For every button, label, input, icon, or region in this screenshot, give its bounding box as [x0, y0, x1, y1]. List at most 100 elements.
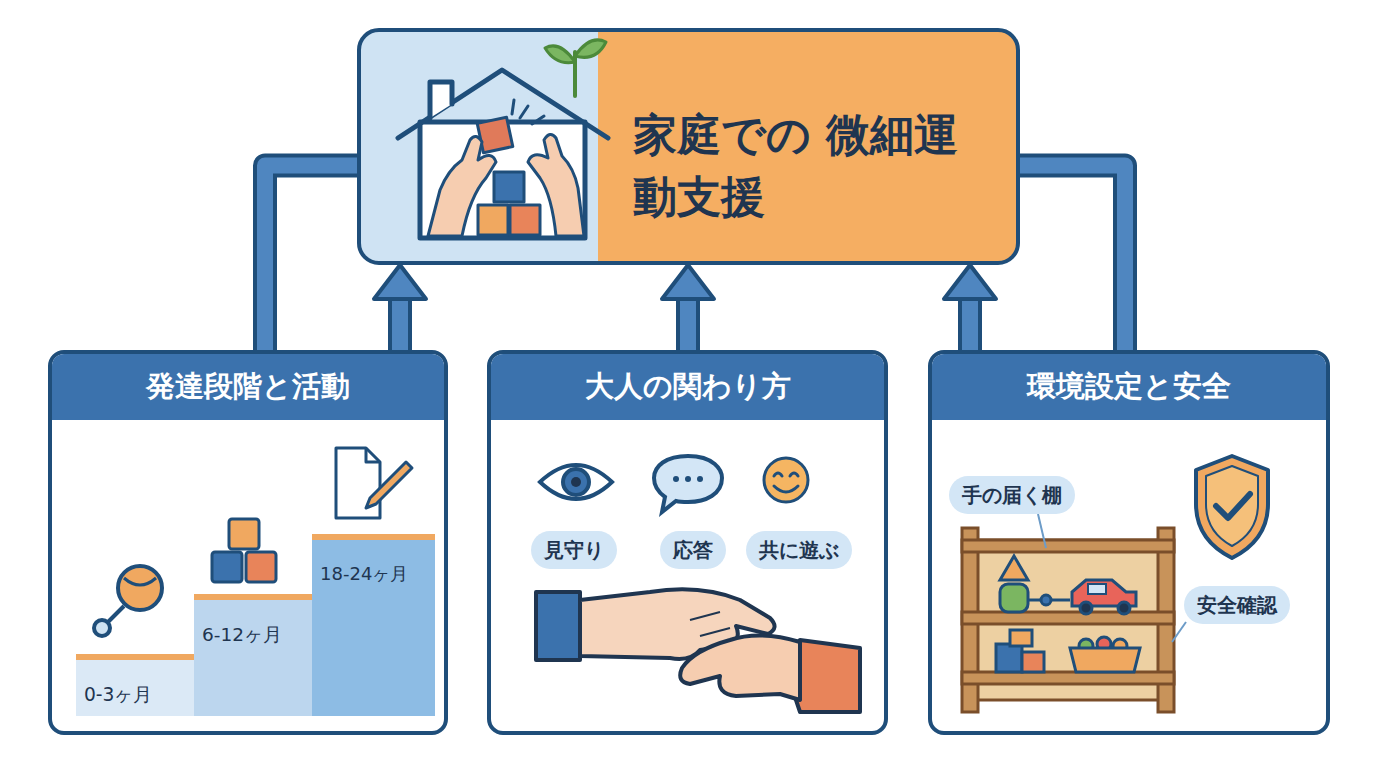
blocks-icon [212, 552, 242, 582]
connector-outline [676, 295, 700, 350]
hands-illustration [680, 635, 800, 700]
smiley-icon [774, 473, 798, 476]
connector-fill [392, 295, 408, 350]
eye-icon [540, 465, 612, 499]
eye-icon [563, 469, 589, 495]
house-icon [575, 40, 606, 58]
shelf-illustration [1118, 602, 1130, 614]
panel-heading: 発達段階と活動 [52, 354, 444, 420]
paper-pencil-icon [336, 448, 380, 518]
shelf-illustration [1088, 584, 1106, 594]
shelf-illustration [996, 644, 1022, 672]
eye-icon [571, 477, 581, 487]
eye-icon [540, 465, 612, 499]
shelf-illustration [1080, 602, 1092, 614]
leader-line [1038, 514, 1186, 642]
house-icon [478, 205, 508, 235]
shield-icon [1216, 494, 1250, 518]
hands-illustration [536, 592, 580, 660]
arrow-head [662, 265, 714, 299]
connector-fill [265, 166, 357, 351]
speech-icon [685, 476, 691, 482]
blocks-icon [212, 519, 276, 582]
tag-pill: 安全確認 [1184, 586, 1290, 624]
speech-icon [654, 456, 722, 512]
connector-fill [680, 295, 696, 350]
shelf-illustration [962, 612, 1174, 624]
speech-icon [673, 476, 679, 482]
house-icon [545, 46, 575, 63]
connector-outline [958, 295, 982, 350]
title-box: 家庭での 微細運動支援 [357, 28, 1020, 265]
title-box-fill [359, 30, 598, 263]
speech-icon [697, 476, 703, 482]
smiley-icon [764, 458, 808, 502]
tag-pill: 手の届く棚 [949, 476, 1075, 514]
house-icon [477, 117, 513, 153]
hands-illustration [690, 612, 730, 636]
connector-outline [1020, 166, 1125, 351]
connector-arrow [1020, 166, 1125, 351]
shelf-illustration [962, 528, 1174, 712]
label-text: 応答 [673, 537, 713, 564]
connector-arrow [265, 166, 357, 351]
shelf-illustration [1041, 595, 1051, 605]
shelf-illustration [1070, 648, 1140, 672]
shelf-illustration [962, 540, 1174, 552]
shelf-illustration [1022, 652, 1044, 672]
label-text: 見守り [544, 537, 604, 564]
house-icon [512, 100, 544, 124]
title-box-fill [359, 30, 1018, 263]
paper-pencil-icon [366, 448, 380, 462]
shield-icon [1196, 456, 1268, 558]
house-icon [428, 136, 496, 236]
shelf-illustration [1010, 630, 1032, 646]
panel-heading: 大人の関わり方 [491, 354, 884, 420]
rattle-icon [118, 566, 162, 610]
category-panel: 大人の関わり方見守り 応答 共に遊ぶ [487, 350, 888, 735]
smiley-icon [774, 486, 798, 492]
house-icon [430, 82, 452, 118]
arrow-head [374, 265, 426, 299]
hands-illustration [536, 589, 860, 712]
label-text: 18-24ヶ月 [312, 540, 435, 586]
shelf-illustration [962, 672, 1174, 684]
shield-icon [1206, 466, 1258, 546]
shelf-illustration [1000, 556, 1028, 580]
connector-outline [388, 295, 412, 350]
arrow-head [944, 265, 996, 299]
rattle-icon [94, 620, 110, 636]
connector-fill [962, 295, 978, 350]
shelf-illustration [1000, 584, 1028, 612]
connector-arrow [662, 265, 714, 350]
paper-pencil-icon [366, 462, 412, 508]
label-text: 安全確認 [1197, 592, 1277, 619]
house-icon [494, 172, 524, 202]
rattle-icon [124, 578, 156, 585]
leader-line [1172, 622, 1186, 642]
shield-icon [1196, 456, 1268, 558]
blocks-icon [229, 519, 259, 549]
stage-step: 18-24ヶ月 [312, 534, 435, 716]
title-text: 家庭での 微細運動支援 [633, 104, 973, 228]
panel-heading: 環境設定と安全 [932, 354, 1326, 420]
category-panel: 環境設定と安全手の届く棚安全確認 [928, 350, 1330, 735]
label-text: 共に遊ぶ [759, 537, 839, 564]
label-text: 手の届く棚 [962, 482, 1062, 509]
speech-icon [654, 456, 722, 512]
connector-outline [265, 166, 357, 351]
connector-arrow [374, 265, 426, 350]
connector-fill [1020, 166, 1125, 351]
tag-pill: 見守り [531, 531, 617, 569]
paper-pencil-icon [336, 448, 412, 518]
tag-pill: 共に遊ぶ [746, 531, 852, 569]
title-box-fill [359, 30, 1018, 263]
rattle-icon [94, 566, 162, 636]
connector-arrow [944, 265, 996, 350]
leader-line [1038, 514, 1046, 548]
smiley-icon [764, 458, 808, 502]
tag-pill: 応答 [660, 531, 726, 569]
house-icon [398, 40, 608, 238]
house-icon [510, 205, 540, 235]
